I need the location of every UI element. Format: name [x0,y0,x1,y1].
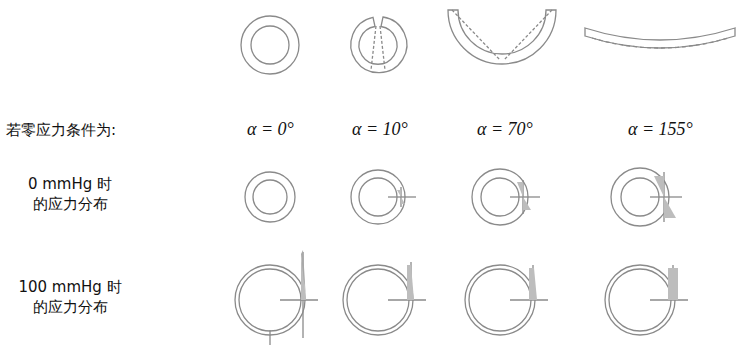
opening-angle: α = 155° [628,118,693,141]
stress-at-100-mmhg [235,250,688,345]
opening-angle: α = 10° [352,118,408,141]
row-heading: 若零应力条件为: [6,121,116,141]
row-label: 100 mmHg 时 的应力分布 [18,278,122,317]
row-label: 0 mmHg 时 的应力分布 [24,175,116,214]
opening-angle: α = 0° [247,118,294,141]
stress-at-0-mmhg [245,168,682,226]
zero-stress-rings [241,10,735,74]
opening-angle: α = 70° [477,118,533,141]
